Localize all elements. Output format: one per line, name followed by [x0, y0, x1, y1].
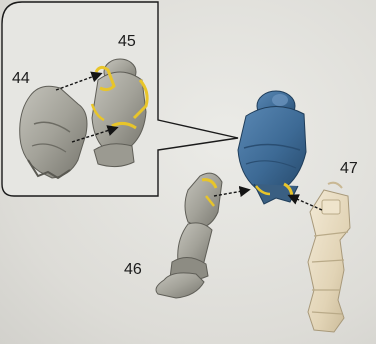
part-label-44: 44 [12, 71, 30, 87]
assembled-torso-blue [238, 91, 306, 204]
part-label-46: 46 [124, 262, 142, 278]
part-47-column [308, 183, 350, 332]
part-label-45: 45 [118, 34, 136, 50]
part-label-47: 47 [340, 161, 358, 177]
part-46-leg [156, 173, 222, 298]
